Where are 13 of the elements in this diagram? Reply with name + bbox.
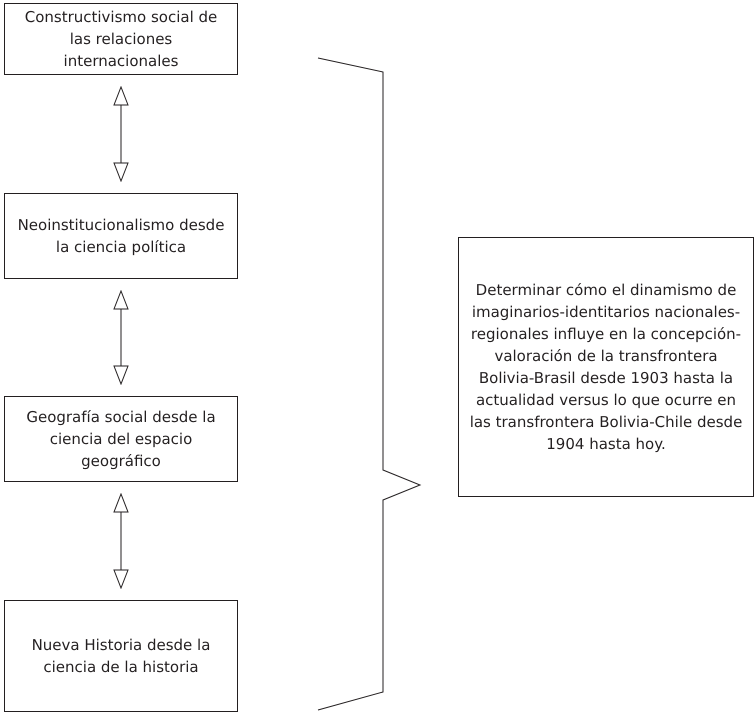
concept-text: Constructivismo social de las relaciones internacionales xyxy=(24,7,218,72)
concept-box xyxy=(4,3,238,75)
concept-box xyxy=(4,600,238,712)
objective-text: Determinar cómo el dinamismo de imaginarios-identitarios nacionales-regionales influye en la concepción-valoración de la transfrontera Bolivia-Brasil desde 1903 hasta la actualidad versus lo que ocurre en las transfrontera Bolivia-Chile desde 1904 hasta hoy. xyxy=(469,280,743,455)
concept-text: Neoinstitucionalismo desde la ciencia política xyxy=(16,215,226,258)
double-arrow xyxy=(114,494,128,588)
concept-text: Nueva Historia desde la ciencia de la historia xyxy=(30,635,212,678)
double-arrow xyxy=(114,290,128,384)
objective-box xyxy=(458,237,754,497)
concept-box xyxy=(4,193,238,279)
double-arrow xyxy=(114,86,128,182)
concept-text: Geografía social desde la ciencia del espacio geográfico xyxy=(25,407,217,472)
concept-box xyxy=(4,396,238,482)
